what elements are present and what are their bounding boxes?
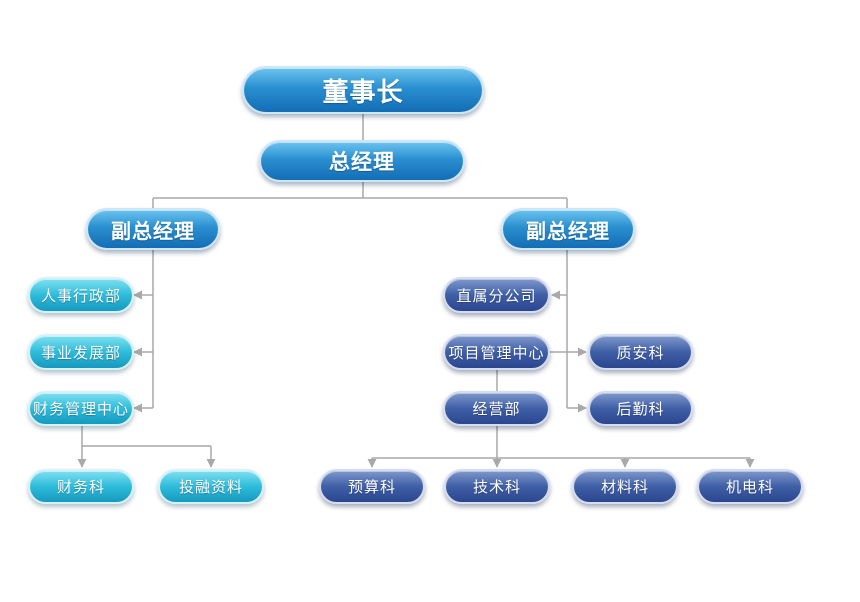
materials-section-node: 材料科	[572, 469, 678, 504]
chairman-node: 董事长	[242, 66, 484, 114]
quality-safety-section-node: 质安科	[588, 334, 693, 370]
budget-section-node: 预算科	[319, 469, 425, 504]
left-deputy-general-manager-node: 副总经理	[86, 208, 220, 250]
hr-admin-dept-node: 人事行政部	[28, 277, 134, 313]
right-deputy-general-manager-node: 副总经理	[501, 208, 635, 250]
finance-management-center-node: 财务管理中心	[28, 391, 134, 426]
finance-section-node: 财务科	[28, 469, 134, 504]
business-development-dept-node: 事业发展部	[28, 334, 134, 370]
general-manager-node: 总经理	[259, 140, 465, 182]
subsidiary-branch-node: 直属分公司	[443, 277, 550, 313]
investment-financing-node: 投融资料	[158, 469, 264, 504]
operations-dept-node: 经营部	[443, 391, 550, 426]
logistics-section-node: 后勤科	[588, 391, 693, 426]
mechanical-electrical-section-node: 机电科	[697, 469, 803, 504]
technical-section-node: 技术科	[444, 469, 550, 504]
project-management-center-node: 项目管理中心	[443, 334, 550, 370]
